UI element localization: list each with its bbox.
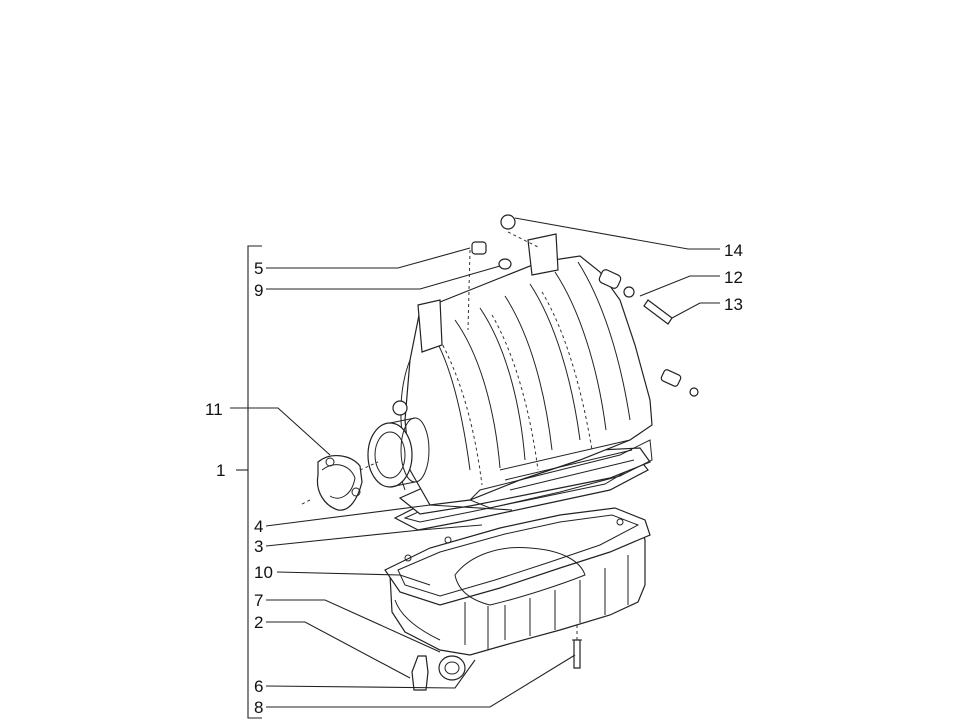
callout-labels: 1 2 3 4 5 6 7 8 9 10 11 12 13 14 xyxy=(205,241,743,717)
callout-5: 5 xyxy=(254,259,263,278)
oil-pan xyxy=(384,507,651,656)
callout-9: 9 xyxy=(254,281,263,300)
leader-lines xyxy=(230,217,720,708)
callout-3: 3 xyxy=(254,537,263,556)
callout-13: 13 xyxy=(724,295,743,314)
cap-14 xyxy=(500,214,516,230)
throttle-inlet xyxy=(367,400,430,488)
callout-8: 8 xyxy=(254,698,263,717)
sensor-12 xyxy=(598,269,635,298)
callout-11: 11 xyxy=(205,400,223,419)
callout-12: 12 xyxy=(724,268,743,287)
seal-ring xyxy=(438,655,466,681)
nut-5 xyxy=(471,241,487,255)
drain-plug xyxy=(411,655,429,691)
assembly-bracket xyxy=(236,245,262,719)
washer-9 xyxy=(498,258,512,270)
callout-6: 6 xyxy=(254,677,263,696)
callout-2: 2 xyxy=(254,613,263,632)
callout-7: 7 xyxy=(254,591,263,610)
callout-14: 14 xyxy=(724,241,743,260)
sensor-lower xyxy=(660,369,699,397)
callout-1: 1 xyxy=(216,461,225,480)
hose-clamp xyxy=(316,455,363,511)
bolt-8 xyxy=(572,639,582,669)
screw-13 xyxy=(643,299,673,325)
callout-10: 10 xyxy=(254,563,273,582)
callout-4: 4 xyxy=(254,517,263,536)
